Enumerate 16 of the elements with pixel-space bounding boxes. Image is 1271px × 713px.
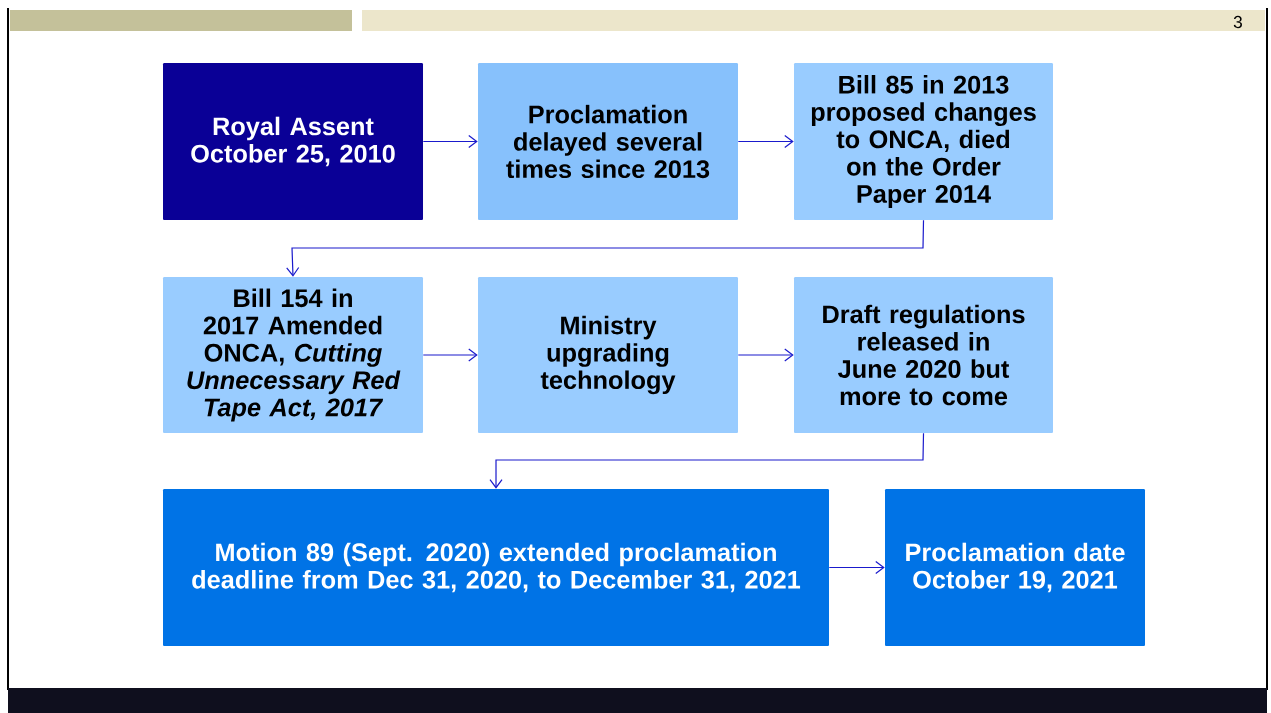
process-box: Bill 85 in 2013 proposed changes to ONCA, died on the Order Paper 2014 (794, 63, 1053, 220)
arrow (737, 134, 794, 149)
arrow (286, 219, 925, 277)
process-box: Motion 89 (Sept. 2020) extended proclamation deadline from Dec 31, 2020, to December 31, 2021 (163, 489, 829, 646)
process-box: Ministry upgrading technology (478, 277, 738, 433)
process-box: Royal Assent October 25, 2010 (163, 63, 423, 220)
arrow (422, 348, 478, 362)
process-box: Proclamation date October 19, 2021 (885, 489, 1145, 646)
process-box: Proclamation delayed several times since 2013 (478, 63, 738, 220)
page-number: 3 (1233, 15, 1242, 29)
arrow (489, 432, 925, 489)
process-box: Draft regulations released in June 2020 but more to come (794, 277, 1053, 433)
arrow (422, 134, 478, 149)
arrow (737, 348, 794, 362)
arrow (828, 560, 885, 575)
process-box: Bill 154 in 2017 Amended ONCA, Cutting Unnecessary Red Tape Act, 2017 (163, 277, 423, 433)
